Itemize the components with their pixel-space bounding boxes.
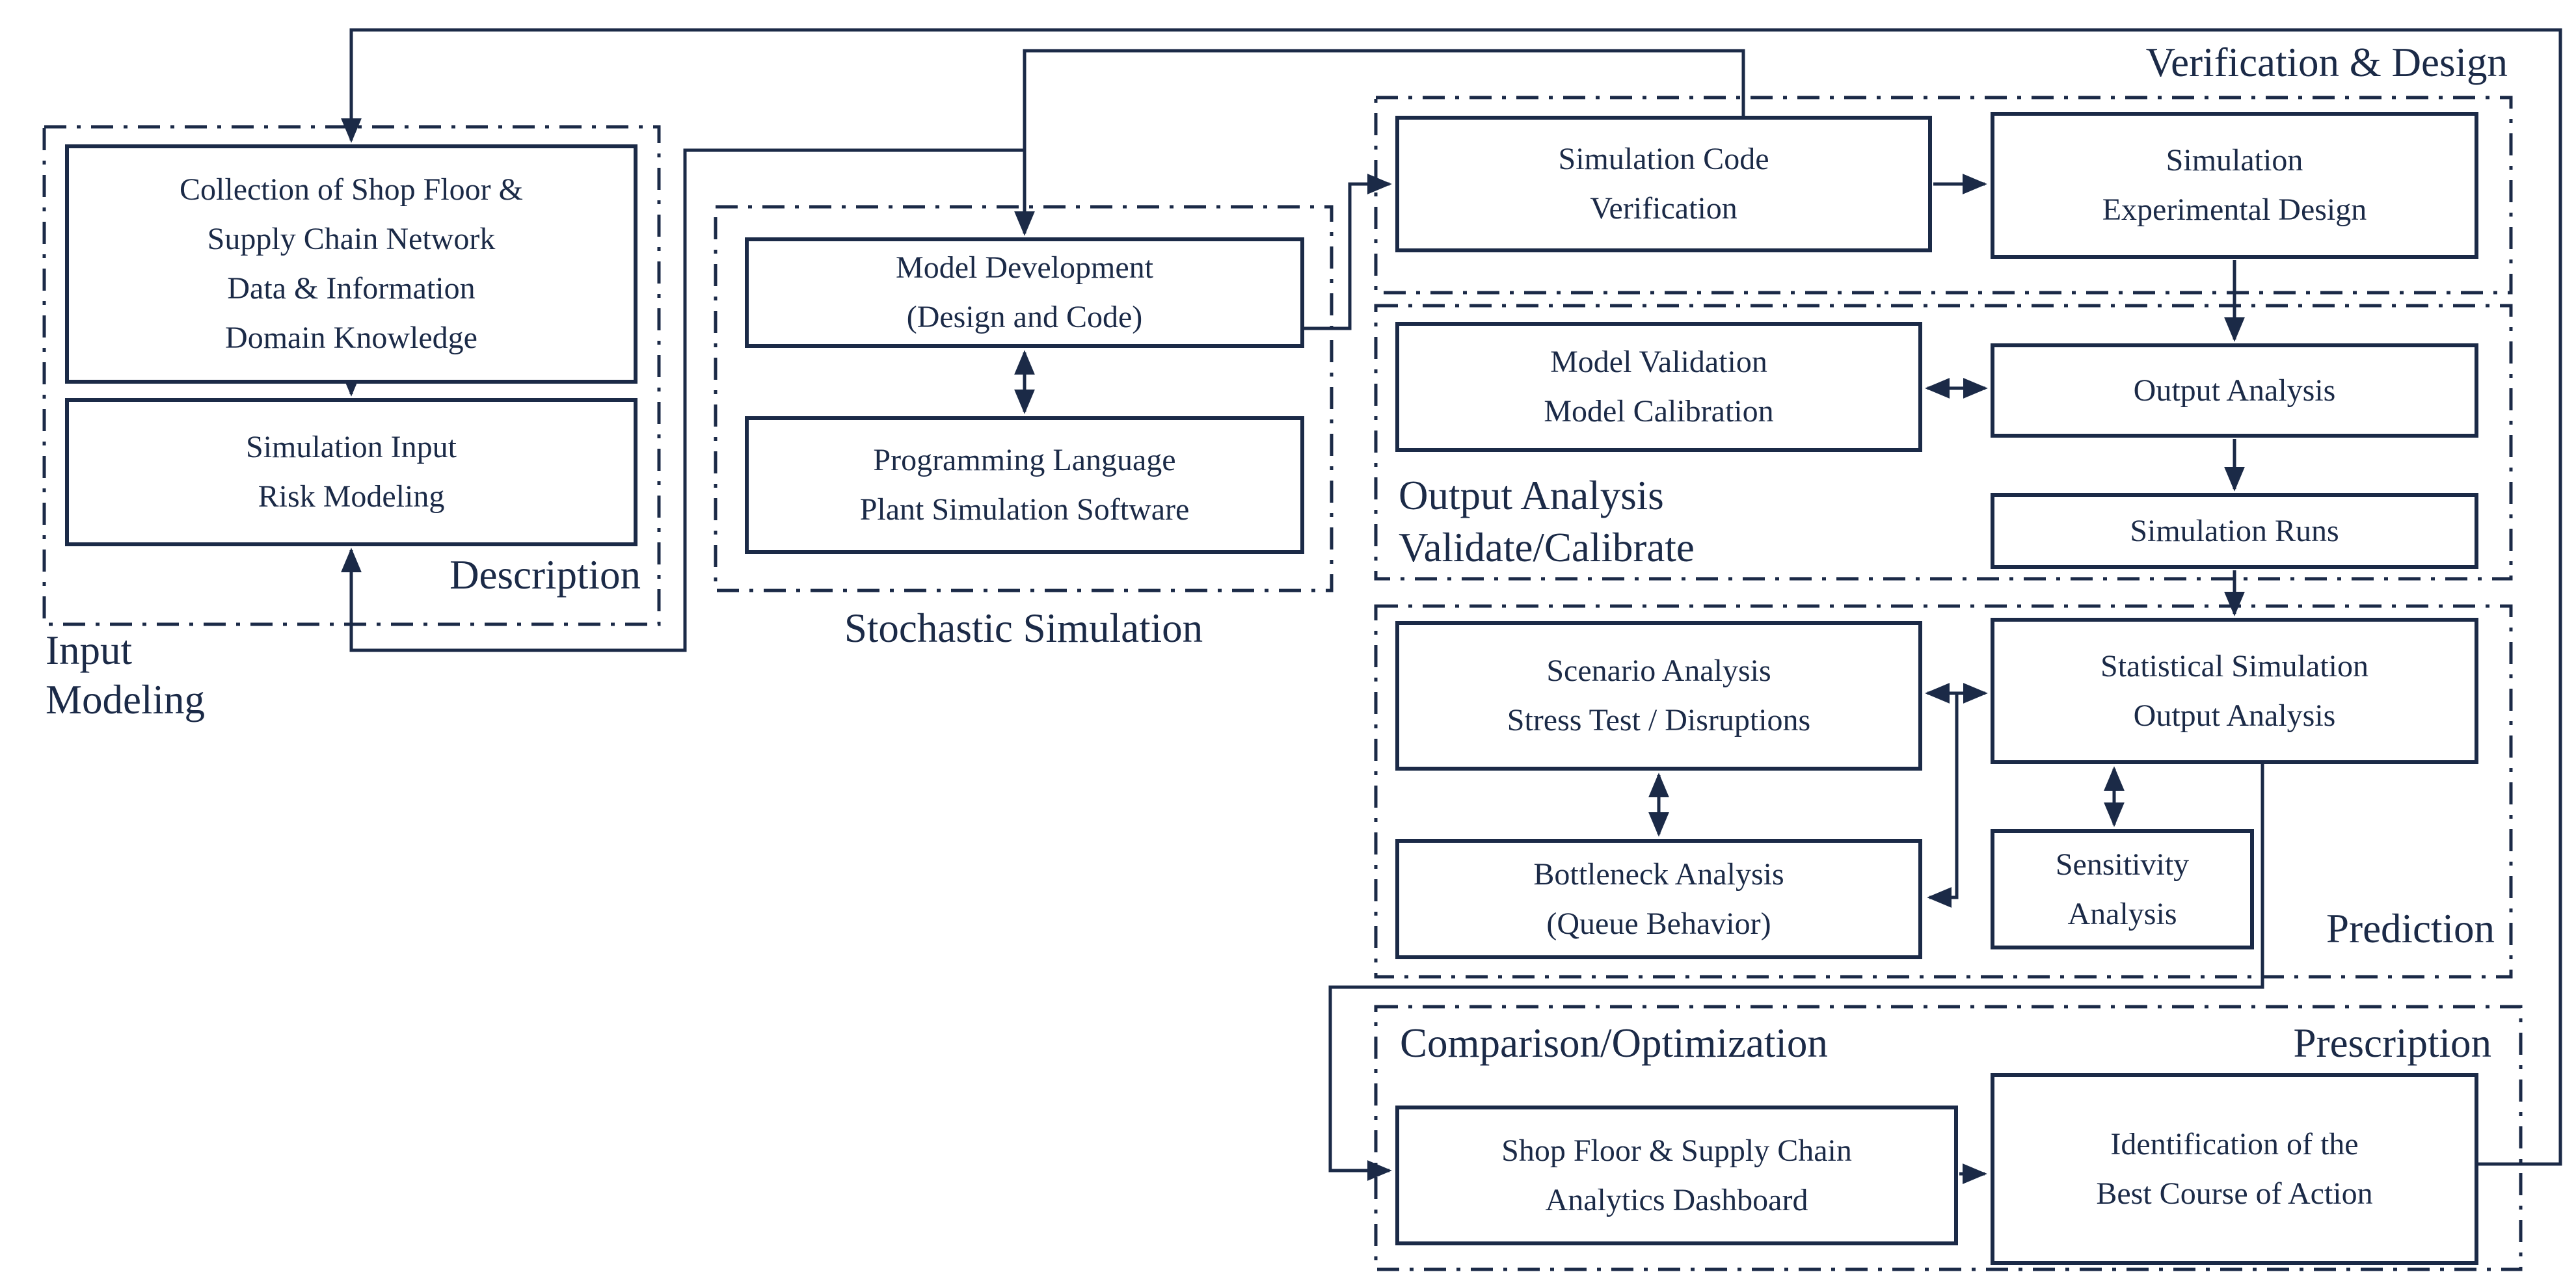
box-scenario-line1: Scenario Analysis [1546, 654, 1771, 688]
box-best-course-of-action: Identification of the Best Course of Act… [1991, 1073, 2478, 1265]
box-bottleneck-line2: (Queue Behavior) [1546, 906, 1771, 941]
connector-verification-to-modeldev-feedback [1014, 49, 1745, 236]
box-codeverif-line1: Simulation Code [1558, 142, 1769, 176]
connector-feedback-to-siminput [341, 148, 1025, 652]
connector-link-to-bottleneck-arrow [1927, 693, 1959, 908]
box-bestcourse-line2: Best Course of Action [2096, 1176, 2373, 1211]
box-proglang-line1: Programming Language [873, 443, 1176, 477]
box-siminput-line1: Simulation Input [246, 430, 457, 464]
label-outputanalysis-line2: Validate/Calibrate [1399, 525, 1695, 570]
box-statistical-line2: Output Analysis [2133, 698, 2336, 733]
box-analytics-dashboard: Shop Floor & Supply Chain Analytics Dash… [1395, 1106, 1958, 1245]
container-prescription [1374, 1005, 2523, 1271]
box-model-validation-calibration: Model Validation Model Calibration [1395, 322, 1922, 452]
label-description: Description [449, 552, 641, 598]
container-stochastic-simulation [714, 205, 1334, 592]
box-outputanalysis-line1: Output Analysis [2133, 373, 2336, 408]
box-collection-line2: Supply Chain Network [207, 222, 496, 256]
box-bottleneck-line1: Bottleneck Analysis [1533, 856, 1784, 892]
label-stochastic-simulation: Stochastic Simulation [844, 605, 1203, 651]
box-dashboard-line1: Shop Floor & Supply Chain [1501, 1133, 1852, 1168]
box-codeverif-line2: Verification [1590, 191, 1737, 226]
label-prediction: Prediction [2326, 906, 2495, 951]
box-validation-line1: Model Validation [1550, 345, 1767, 379]
box-sensitivity-line1: Sensitivity [2055, 847, 2190, 882]
box-siminput-line2: Risk Modeling [258, 479, 445, 514]
box-collection-line3: Data & Information [227, 271, 476, 306]
box-proglang-line2: Plant Simulation Software [859, 492, 1190, 527]
box-statistical-line1: Statistical Simulation [2100, 648, 2368, 683]
box-simulation-runs: Simulation Runs [1991, 493, 2478, 569]
box-simulation-input-risk-modeling: Simulation Input Risk Modeling [65, 398, 637, 546]
connector-bestcourse-to-collection-loop [341, 28, 2562, 1166]
label-prescription: Prescription [2293, 1020, 2491, 1066]
box-bottleneck-analysis: Bottleneck Analysis (Queue Behavior) [1395, 839, 1922, 959]
label-input-modeling-line1: Input [46, 628, 132, 673]
box-simulation-code-verification: Simulation Code Verification [1395, 116, 1932, 252]
box-output-analysis: Output Analysis [1991, 343, 2478, 438]
box-collection-of-data: Collection of Shop Floor & Supply Chain … [65, 144, 637, 384]
label-output-analysis-validate-calibrate: Output Analysis Validate/Calibrate [1399, 470, 1984, 574]
label-outputanalysis-line1: Output Analysis [1399, 473, 1664, 518]
box-collection-line1: Collection of Shop Floor & [180, 172, 523, 207]
box-modeldev-line1: Model Development [896, 250, 1153, 285]
box-model-development: Model Development (Design and Code) [745, 237, 1304, 348]
connector-statistical-to-dashboard [1328, 764, 2264, 1181]
box-simulation-experimental-design: Simulation Experimental Design [1991, 112, 2478, 259]
label-verification-and-design: Verification & Design [2145, 40, 2508, 85]
box-sensitivity-analysis: Sensitivity Analysis [1991, 829, 2254, 949]
box-expdesign-line1: Simulation [2166, 143, 2303, 178]
box-validation-line2: Model Calibration [1544, 394, 1774, 429]
box-sensitivity-line2: Analysis [2067, 896, 2177, 931]
label-comparison-optimization: Comparison/Optimization [1400, 1020, 1828, 1066]
container-output-analysis [1374, 304, 2513, 581]
label-input-modeling-line2: Modeling [46, 677, 205, 722]
box-scenario-analysis: Scenario Analysis Stress Test / Disrupti… [1395, 621, 1922, 771]
box-programming-language: Programming Language Plant Simulation So… [745, 416, 1304, 554]
box-bestcourse-line1: Identification of the [2110, 1126, 2359, 1161]
box-scenario-line2: Stress Test / Disruptions [1507, 703, 1811, 737]
box-statistical-simulation: Statistical Simulation Output Analysis [1991, 618, 2478, 764]
box-dashboard-line2: Analytics Dashboard [1545, 1182, 1808, 1217]
box-simruns-line1: Simulation Runs [2130, 513, 2339, 548]
box-modeldev-line2: (Design and Code) [906, 300, 1143, 334]
box-collection-line4: Domain Knowledge [225, 321, 477, 355]
connector-modeldev-to-codeverification [1304, 174, 1392, 330]
label-input-modeling: Input Modeling [46, 626, 319, 724]
container-prediction [1374, 604, 2513, 979]
box-expdesign-line2: Experimental Design [2102, 192, 2367, 227]
container-verification-design [1374, 96, 2513, 295]
